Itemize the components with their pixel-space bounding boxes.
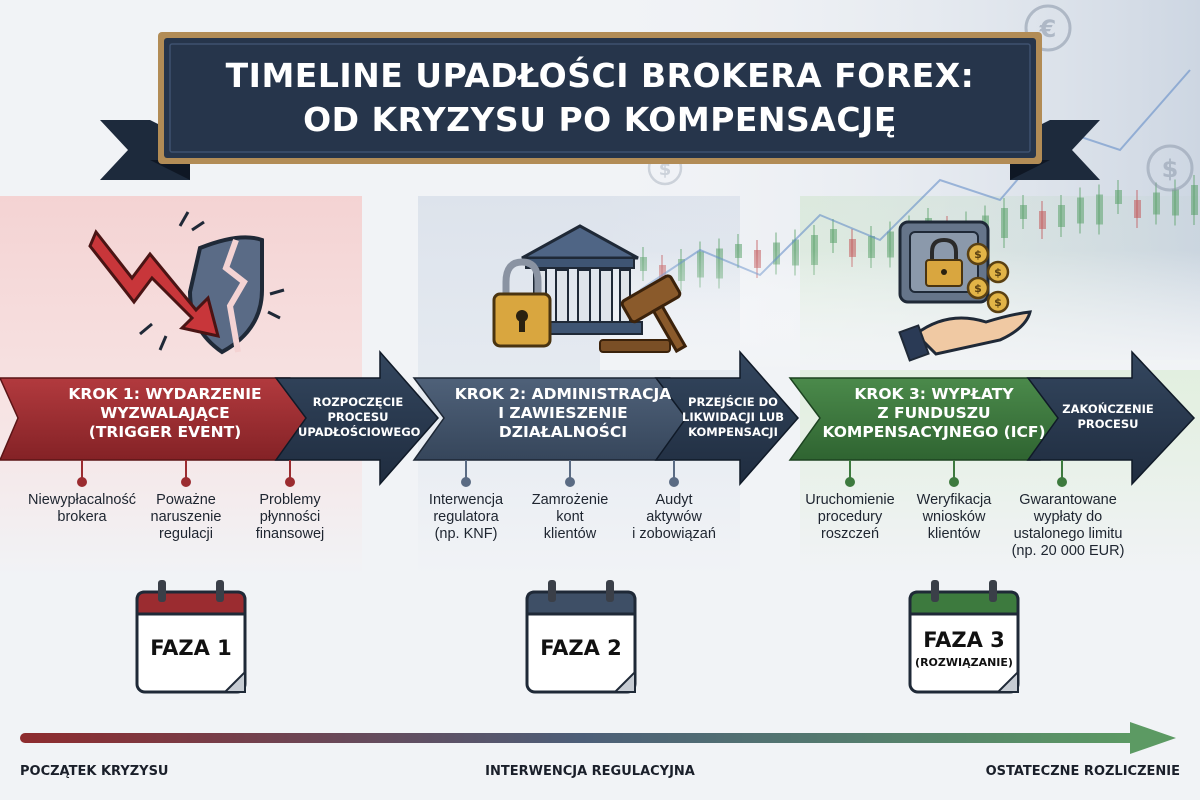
phase-3-label: FAZA 3 xyxy=(923,628,1005,652)
phase-3-calendar-icon xyxy=(908,580,1020,694)
phase-2-calendar-icon xyxy=(525,580,637,694)
candle-body xyxy=(1115,190,1122,204)
transition-3-arrow xyxy=(1026,350,1196,486)
timeline-arrow xyxy=(20,722,1176,754)
candle-body xyxy=(1020,205,1027,219)
timeline-end-label: OSTATECZNE ROZLICZENIE xyxy=(985,764,1180,779)
connector-pins xyxy=(77,460,1067,487)
phase-3-sublabel: (ROZWIĄZANIE) xyxy=(915,656,1013,669)
candle-body xyxy=(830,229,837,243)
banner-ribbon xyxy=(100,32,1100,180)
svg-text:$: $ xyxy=(994,296,1002,309)
candle-body xyxy=(1096,194,1103,225)
broken-shield-icon xyxy=(88,211,285,355)
candle-body xyxy=(868,236,875,258)
dollar-coin-icon: $ xyxy=(1146,144,1194,192)
bank-gavel-icon xyxy=(492,224,688,354)
candle-body xyxy=(1153,192,1160,215)
title-banner: TIMELINE UPADŁOŚCI BROKERA FOREX: OD KRY… xyxy=(0,0,1200,200)
candle-body xyxy=(1058,205,1065,227)
candle-body xyxy=(1039,211,1046,229)
candle-body xyxy=(1172,189,1179,216)
svg-text:$: $ xyxy=(659,159,672,180)
safe-coins-icon: $ $ $ $ xyxy=(898,220,1032,362)
svg-text:$: $ xyxy=(974,248,982,261)
phase-1-label: FAZA 1 xyxy=(150,636,232,660)
phase-1-calendar-icon xyxy=(135,580,247,694)
candle-body xyxy=(1001,208,1008,238)
svg-text:$: $ xyxy=(1162,155,1179,183)
svg-text:$: $ xyxy=(994,266,1002,279)
svg-text:$: $ xyxy=(974,282,982,295)
euro-coin-icon: € xyxy=(1024,4,1072,52)
transition-1-arrow xyxy=(274,350,439,486)
candle-body xyxy=(1134,200,1141,218)
candle-body xyxy=(849,239,856,257)
timeline-start-label: POCZĄTEK KRYZYSU xyxy=(20,764,169,779)
timeline-middle-label: INTERWENCJA REGULACYJNA xyxy=(485,764,695,779)
transition-2-arrow xyxy=(654,350,799,486)
svg-text:€: € xyxy=(1039,15,1057,43)
phase-2-label: FAZA 2 xyxy=(540,636,622,660)
page-title-line-2: OD KRYZYSU PO KOMPENSACJĘ xyxy=(303,100,897,139)
candle-body xyxy=(887,231,894,258)
candle-body xyxy=(1191,185,1198,215)
candle-body xyxy=(1077,197,1084,224)
page-title-line-1: TIMELINE UPADŁOŚCI BROKERA FOREX: xyxy=(225,56,975,95)
